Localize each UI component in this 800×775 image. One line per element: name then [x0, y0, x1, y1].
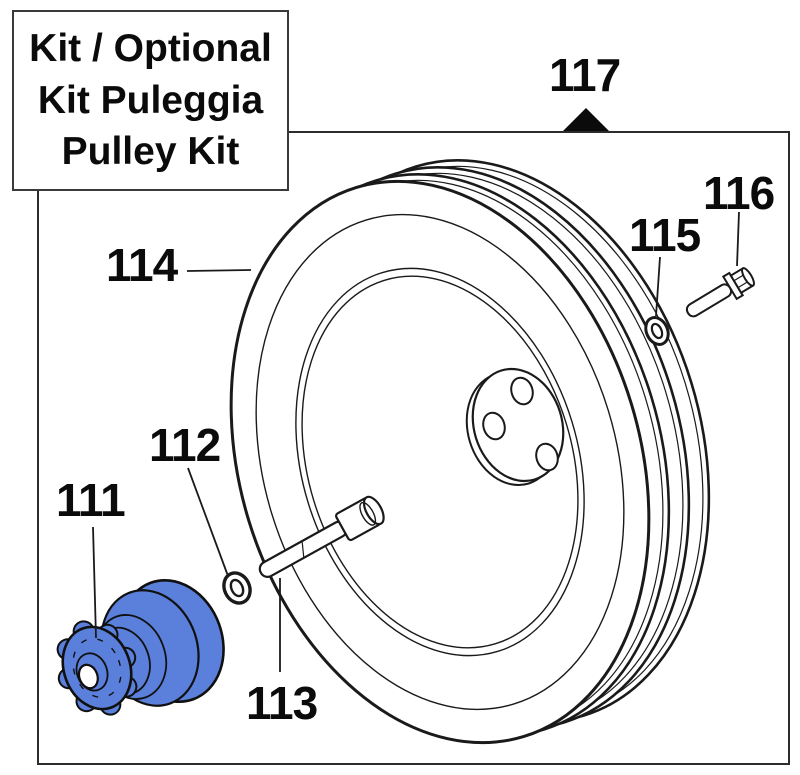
screw-116-drawing [685, 267, 755, 318]
pulley-drawing [229, 159, 711, 745]
leader-lines [92, 211, 740, 672]
callout-116: 116 [703, 167, 775, 219]
clutch-pinion-111-drawing [56, 578, 225, 716]
spline-gear-head [56, 620, 138, 716]
pinion-center-hole [77, 663, 99, 690]
leader-114 [186, 269, 252, 272]
callout-114: 114 [106, 239, 178, 291]
pulley-hub [465, 367, 565, 487]
screw-113-drawing [258, 495, 385, 578]
legend-line-2: Kit Puleggia [37, 78, 264, 122]
legend-box: Kit / Optional Kit Puleggia Pulley Kit [12, 10, 289, 191]
hub-hole [482, 411, 506, 441]
washer-112-drawing [222, 571, 252, 605]
legend-line-1: Kit / Optional [29, 27, 272, 71]
leader-112 [187, 467, 229, 577]
callout-115: 115 [629, 209, 701, 261]
diagram-frame [37, 131, 790, 765]
hub-hole [510, 376, 534, 406]
kit-marker-triangle-icon [563, 108, 609, 131]
callout-112: 112 [149, 419, 221, 471]
legend-line-3: Pulley Kit [61, 130, 240, 174]
callout-117: 117 [549, 49, 621, 101]
leader-116 [736, 211, 740, 267]
pulley-front-face [229, 179, 651, 745]
washer-115-drawing [644, 316, 670, 346]
leader-115 [655, 256, 661, 317]
callout-111: 111 [56, 474, 126, 526]
leader-111 [92, 526, 97, 639]
callout-113: 113 [246, 677, 318, 729]
hub-hole [535, 442, 559, 472]
